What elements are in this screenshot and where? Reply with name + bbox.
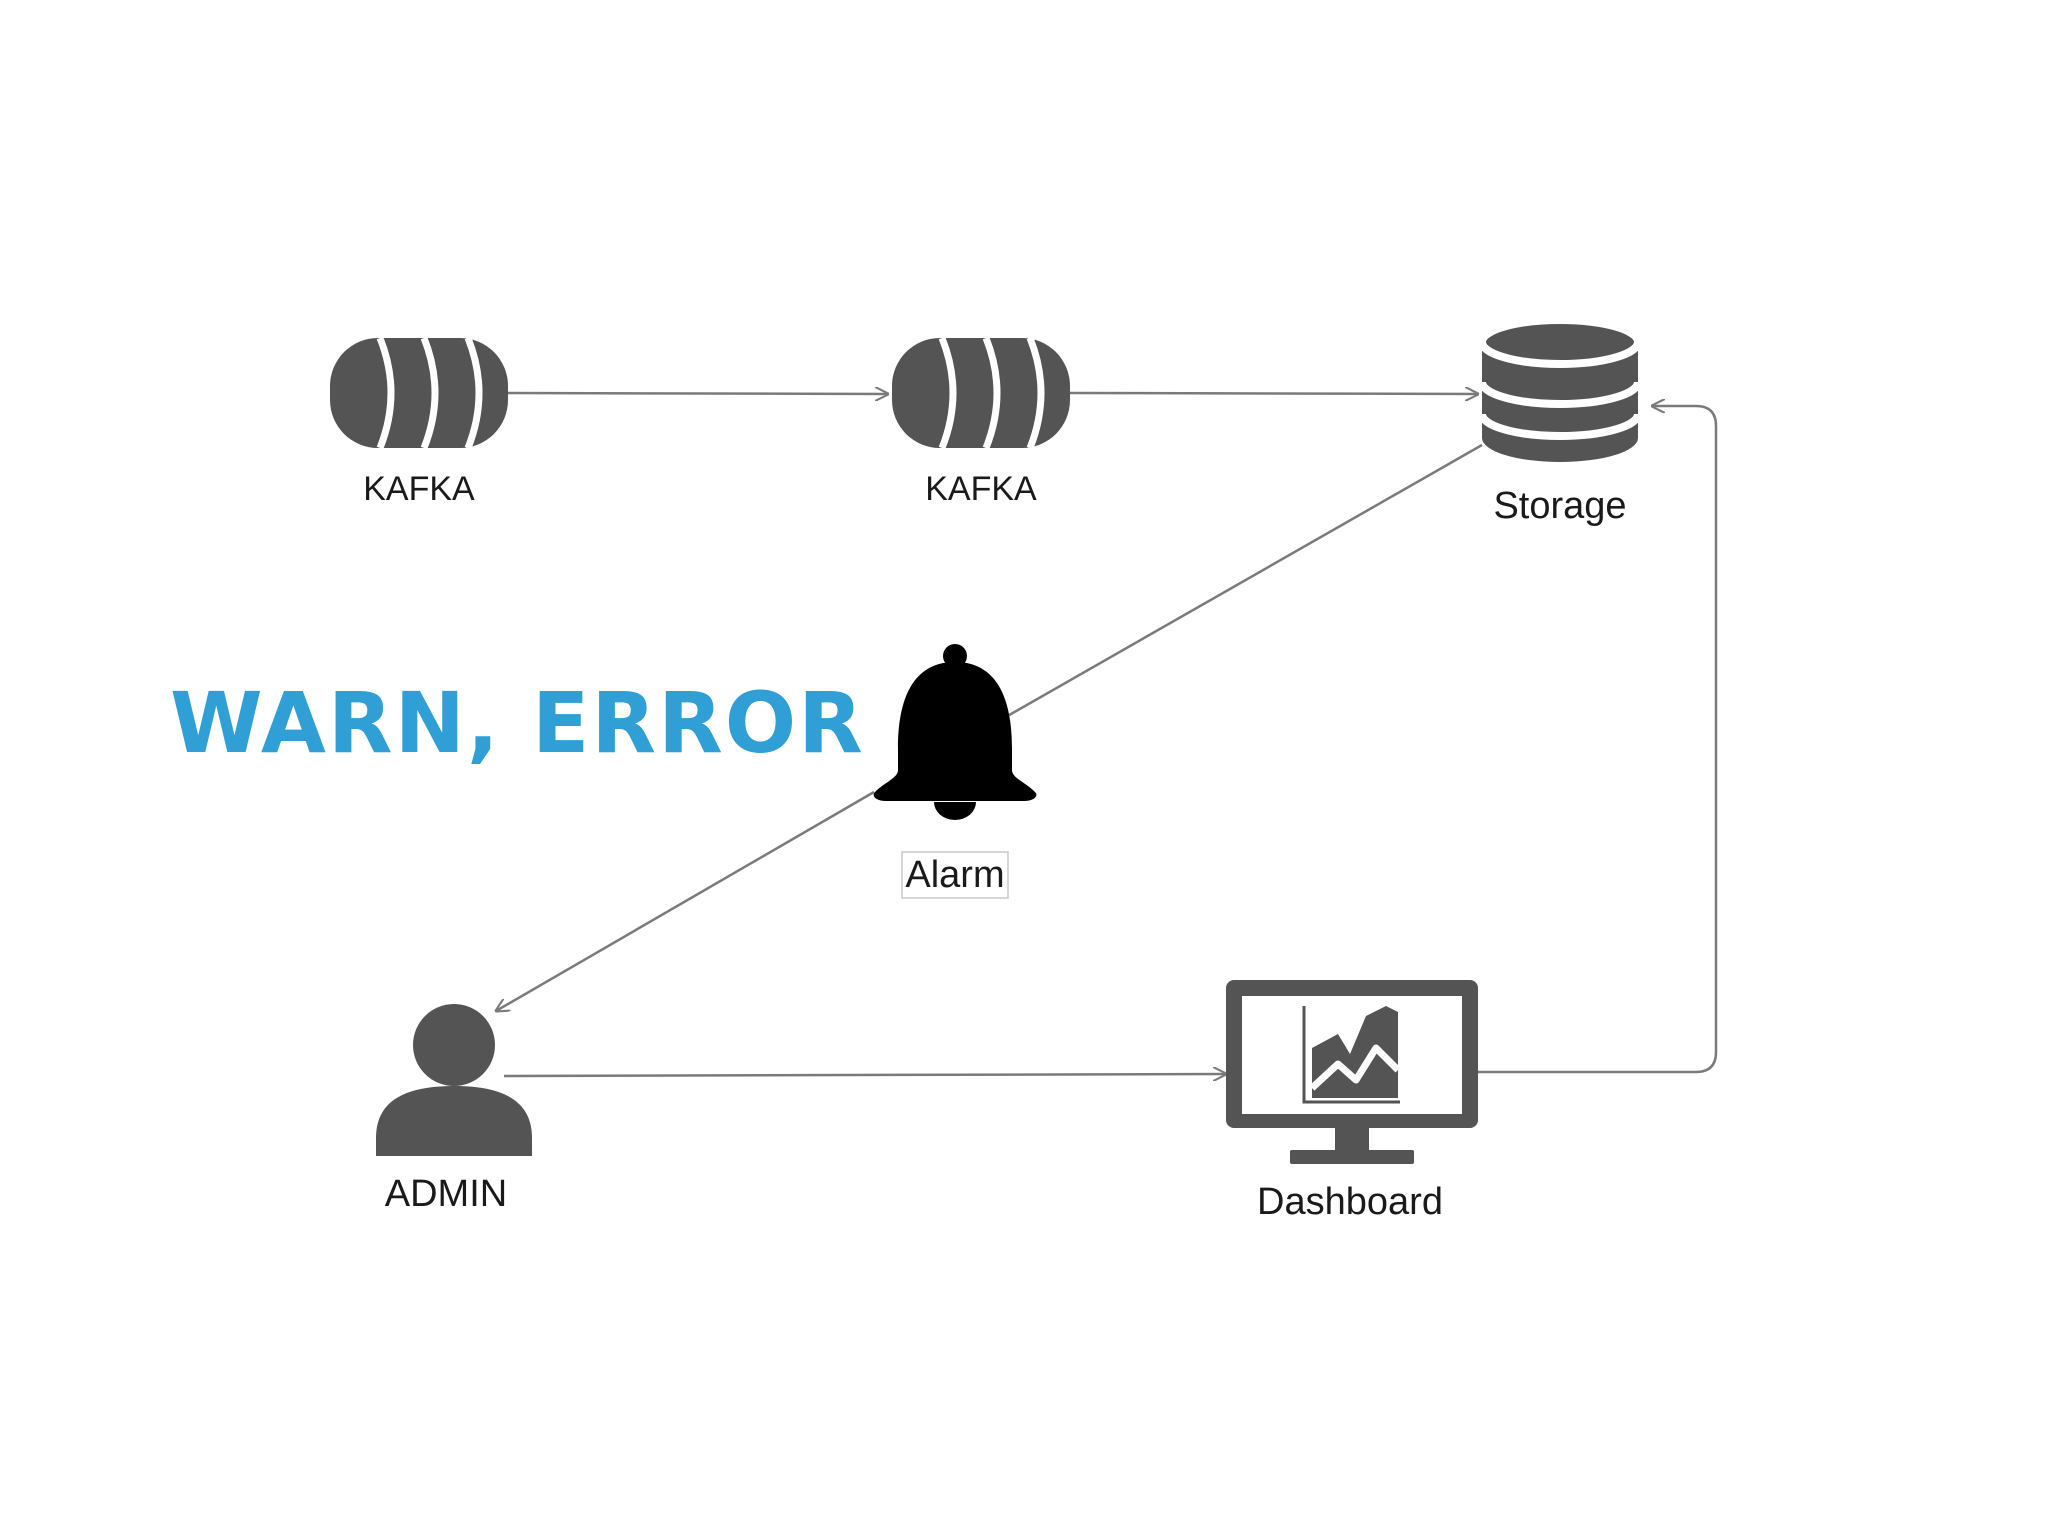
edge-dashboard-to-storage [1478, 406, 1718, 1074]
node-kafka-2: KAFKA [892, 336, 1070, 508]
edge-kafka1-to-kafka2 [507, 393, 888, 394]
edge-storage-to-alarm [1003, 443, 1483, 720]
alarm-label-box [901, 851, 1009, 899]
monitor-chart-icon [1226, 980, 1478, 1164]
edges [496, 393, 1718, 1076]
node-admin: ADMIN [376, 1004, 532, 1215]
node-label-kafka-2: KAFKA [925, 470, 1037, 508]
node-label-admin: ADMIN [385, 1173, 507, 1215]
kafka-queue-icon [892, 336, 1070, 450]
bell-icon [873, 644, 1037, 820]
node-label-storage: Storage [1493, 485, 1626, 527]
node-alarm: Alarm [873, 644, 1037, 899]
node-label-kafka-1: KAFKA [363, 470, 475, 508]
node-label-alarm: Alarm [905, 854, 1004, 896]
headline-text: WARN, ERROR [170, 674, 865, 772]
node-dashboard: Dashboard [1226, 980, 1478, 1223]
database-icon [1478, 316, 1642, 462]
node-storage: Storage [1478, 316, 1642, 527]
kafka-queue-icon [330, 336, 508, 450]
edge-alarm-to-admin [496, 790, 875, 1011]
chart-glyph [1302, 1006, 1401, 1104]
edge-admin-to-dashboard [503, 1074, 1226, 1076]
node-label-dashboard: Dashboard [1257, 1181, 1443, 1223]
node-kafka-1: KAFKA [330, 336, 508, 508]
user-icon [376, 1004, 532, 1156]
edge-kafka2-to-storage [1069, 393, 1478, 394]
